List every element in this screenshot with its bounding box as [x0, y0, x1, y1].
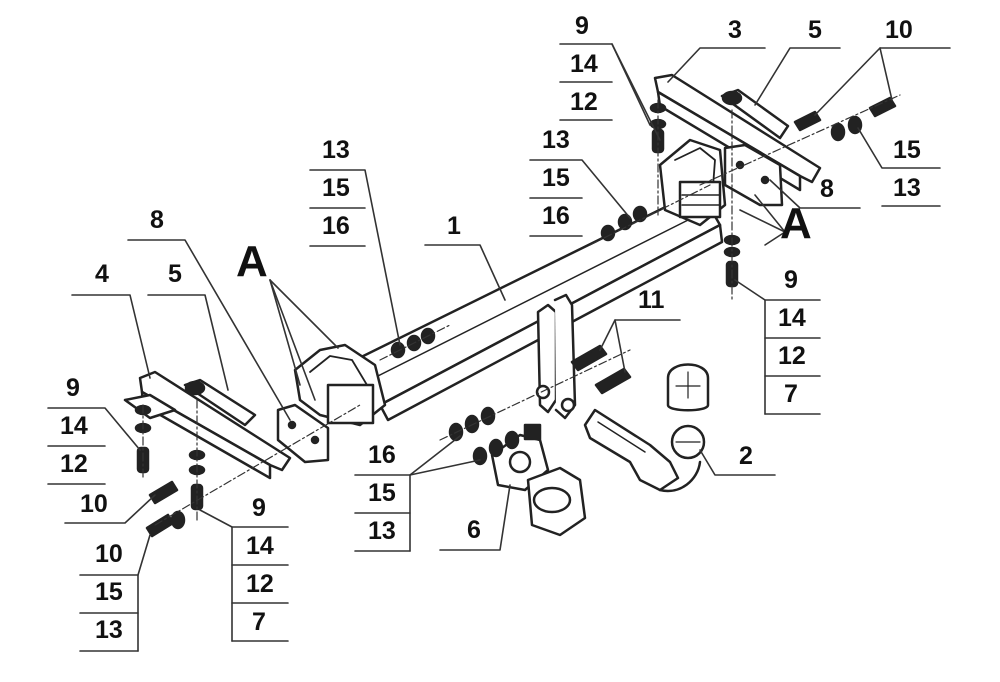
- stack-right-lower-1: 9: [784, 266, 798, 294]
- stack-center-top-1: 13: [542, 126, 570, 154]
- stack-top-right-bolt-2: 14: [570, 50, 598, 78]
- stack-top-right-nut-1: 10: [885, 16, 913, 44]
- label-part-5-right: 5: [808, 16, 822, 44]
- label-part-8-left: 8: [150, 206, 164, 234]
- label-part-1: 1: [447, 212, 461, 240]
- stack-bottom-center-3: 13: [368, 517, 396, 545]
- fasteners: [134, 96, 897, 538]
- center-top-nuts: [600, 205, 648, 242]
- stack-left-center-1: 13: [322, 136, 350, 164]
- stack-right-lower-4: 7: [784, 380, 798, 408]
- label-part-8-right: 8: [820, 175, 834, 203]
- stack-top-right-bolt-3: 12: [570, 88, 598, 116]
- label-view-a-left: A: [236, 237, 268, 286]
- right-nut-bolts: [793, 96, 897, 142]
- stack-right-lower-2: 14: [778, 304, 806, 332]
- stack-left-lower-2: 15: [95, 578, 123, 606]
- left-small-plate: [183, 378, 257, 427]
- right-crossbar-bracket: [658, 138, 727, 227]
- center-bolts: [570, 344, 632, 395]
- label-part-6: 6: [467, 516, 481, 544]
- stack-right-washer-2: 13: [893, 174, 921, 202]
- left-spacer-plate: [276, 403, 330, 464]
- label-part-11: 11: [638, 286, 665, 314]
- left-nut-bolts: [145, 480, 186, 538]
- stack-left-bolt-1: 9: [66, 374, 80, 402]
- stack-left-center-2: 15: [322, 174, 350, 202]
- stack-left-bolt-3: 12: [60, 450, 88, 478]
- label-part-4: 4: [95, 260, 109, 288]
- label-part-5-left: 5: [168, 260, 182, 288]
- stack-right-washer-1: 15: [893, 136, 921, 164]
- right-small-plate: [720, 88, 790, 140]
- stack-bottom-center-1: 16: [368, 441, 396, 469]
- leader-lines: [47, 43, 951, 652]
- stack-left-lower-1: 10: [95, 540, 123, 568]
- stack-center-top-2: 15: [542, 164, 570, 192]
- label-part-3: 3: [728, 16, 742, 44]
- left-long-plate: [123, 370, 292, 480]
- stack-left-mid-2: 14: [246, 532, 274, 560]
- assembly-axes: [142, 94, 901, 526]
- stack-top-right-bolt-1: 9: [575, 12, 589, 40]
- stack-bottom-center-2: 15: [368, 479, 396, 507]
- label-view-a-right: A: [780, 199, 812, 248]
- left-crossbar-bracket: [293, 343, 387, 427]
- stack-left-mid-4: 7: [252, 608, 266, 636]
- stack-left-nut-1: 10: [80, 490, 108, 518]
- crossbar-tube: [343, 188, 724, 422]
- stack-left-mid-1: 9: [252, 494, 266, 522]
- stack-left-bolt-2: 14: [60, 412, 88, 440]
- socket-assembly: [490, 423, 587, 537]
- label-part-2: 2: [739, 442, 753, 470]
- central-hanger-bracket: [535, 293, 577, 420]
- stack-center-top-3: 16: [542, 202, 570, 230]
- right-spacer-plate: [723, 143, 784, 207]
- stack-left-lower-3: 13: [95, 616, 123, 644]
- stack-left-center-3: 16: [322, 212, 350, 240]
- tow-ball-cap: [666, 363, 710, 412]
- tow-ball-neck: [583, 408, 706, 493]
- stack-left-mid-3: 12: [246, 570, 274, 598]
- stack-right-lower-3: 12: [778, 342, 806, 370]
